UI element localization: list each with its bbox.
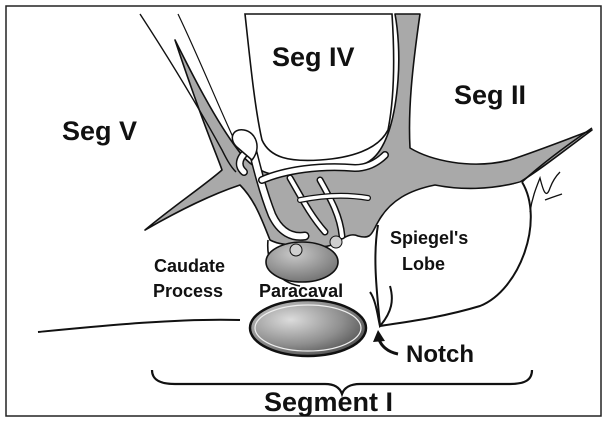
label-spiegel-line1: Spiegel's — [390, 228, 468, 248]
seg-iv-region — [245, 14, 394, 160]
label-notch: Notch — [406, 341, 474, 368]
label-paracaval: Paracaval — [259, 281, 343, 301]
label-segment-i: Segment I — [264, 387, 393, 417]
label-caudate-line2: Process — [153, 281, 223, 301]
label-seg-v: Seg V — [62, 116, 137, 146]
label-spiegel-line2: Lobe — [402, 254, 445, 274]
inferior-vena-cava — [250, 300, 366, 356]
label-seg-iv: Seg IV — [272, 42, 355, 72]
small-vessel-2 — [330, 236, 342, 248]
label-caudate-line1: Caudate — [154, 256, 225, 276]
small-vessel-1 — [290, 244, 302, 256]
label-seg-ii: Seg II — [454, 80, 526, 110]
